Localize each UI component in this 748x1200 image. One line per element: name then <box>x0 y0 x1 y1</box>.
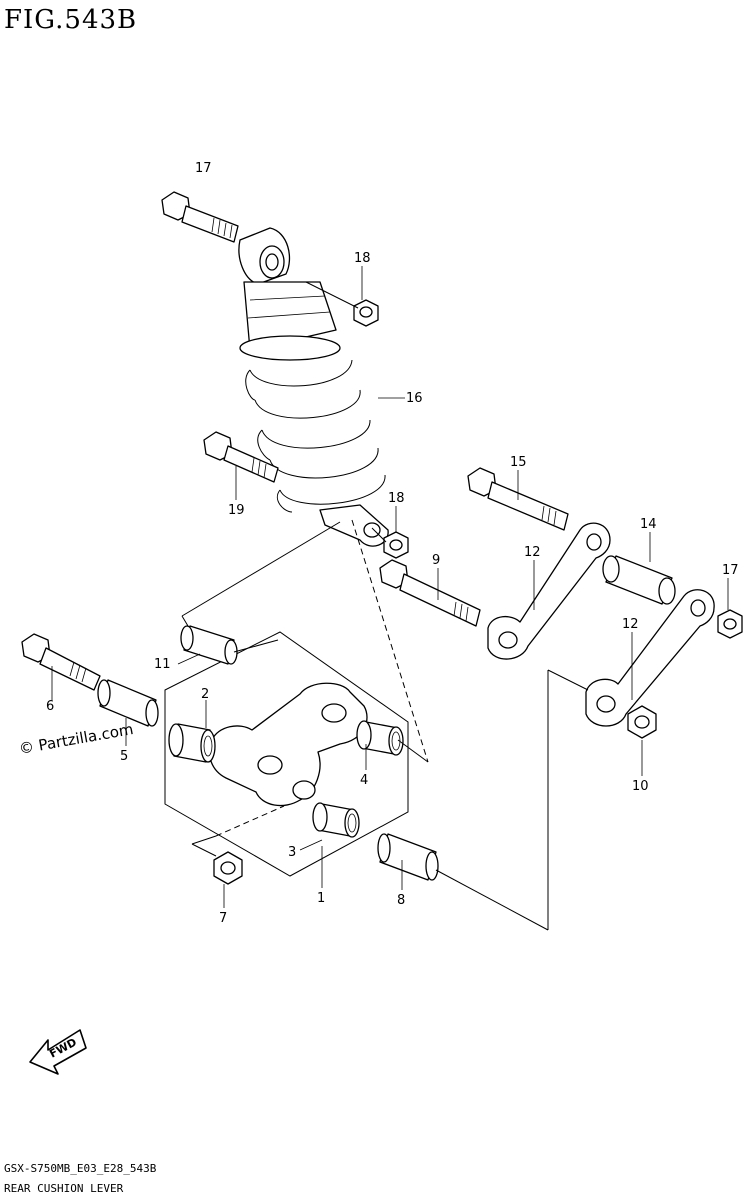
collar-11 <box>180 625 238 665</box>
callout-12-right: 12 <box>622 617 639 632</box>
leader-lines <box>51 266 729 908</box>
callout-13: 14 <box>640 517 657 532</box>
bearing-3 <box>312 802 360 838</box>
watermark: © Partzilla.com <box>18 720 135 758</box>
link-rod-12-right <box>585 589 715 727</box>
bolt-6 <box>21 633 101 691</box>
callout-18-upper: 18 <box>354 251 371 266</box>
link-rod-12-left <box>487 522 611 660</box>
callout-15: 17 <box>722 563 739 578</box>
spacer-13 <box>602 555 676 605</box>
nut-18-lower <box>383 531 409 559</box>
callout-9: 9 <box>432 553 440 568</box>
bolt-19 <box>203 431 279 483</box>
bolt-14 <box>467 467 569 531</box>
nut-15 <box>717 609 743 639</box>
figure-title: FIG.543B <box>4 5 137 35</box>
callout-labels: 17 18 16 19 15 18 9 12 14 17 12 10 11 6 … <box>46 161 739 926</box>
nut-18-upper <box>353 299 379 327</box>
callout-17: 17 <box>195 161 212 176</box>
cushion-lever-1 <box>164 631 409 877</box>
callout-11: 11 <box>154 657 171 672</box>
figure-caption: REAR CUSHION LEVER <box>4 1182 124 1195</box>
callout-19: 19 <box>228 503 245 518</box>
bearing-4 <box>356 720 404 756</box>
callout-2: 2 <box>201 687 209 702</box>
callout-8: 8 <box>397 893 405 908</box>
bearing-2 <box>168 723 216 763</box>
callout-12-left: 12 <box>524 545 541 560</box>
callout-4: 4 <box>360 773 368 788</box>
callout-10: 10 <box>632 779 649 794</box>
fwd-arrow-icon: FWD <box>29 1029 87 1075</box>
callout-18-lower: 18 <box>388 491 405 506</box>
callout-3: 3 <box>288 845 296 860</box>
callout-16: 16 <box>406 391 423 406</box>
assembly-lines <box>181 281 589 931</box>
callout-1: 1 <box>317 891 325 906</box>
callout-7: 7 <box>219 911 227 926</box>
shock-absorber <box>238 227 389 547</box>
collar-5 <box>97 679 159 727</box>
callout-5: 5 <box>120 749 128 764</box>
collar-8 <box>377 833 439 881</box>
callout-6: 6 <box>46 699 54 714</box>
nut-7 <box>213 851 243 885</box>
figure-code: GSX-S750MB_E03_E28_543B <box>4 1162 157 1175</box>
nut-10 <box>627 705 657 739</box>
bolt-9 <box>379 559 481 627</box>
callout-14: 15 <box>510 455 527 470</box>
bolt-17 <box>161 191 239 243</box>
